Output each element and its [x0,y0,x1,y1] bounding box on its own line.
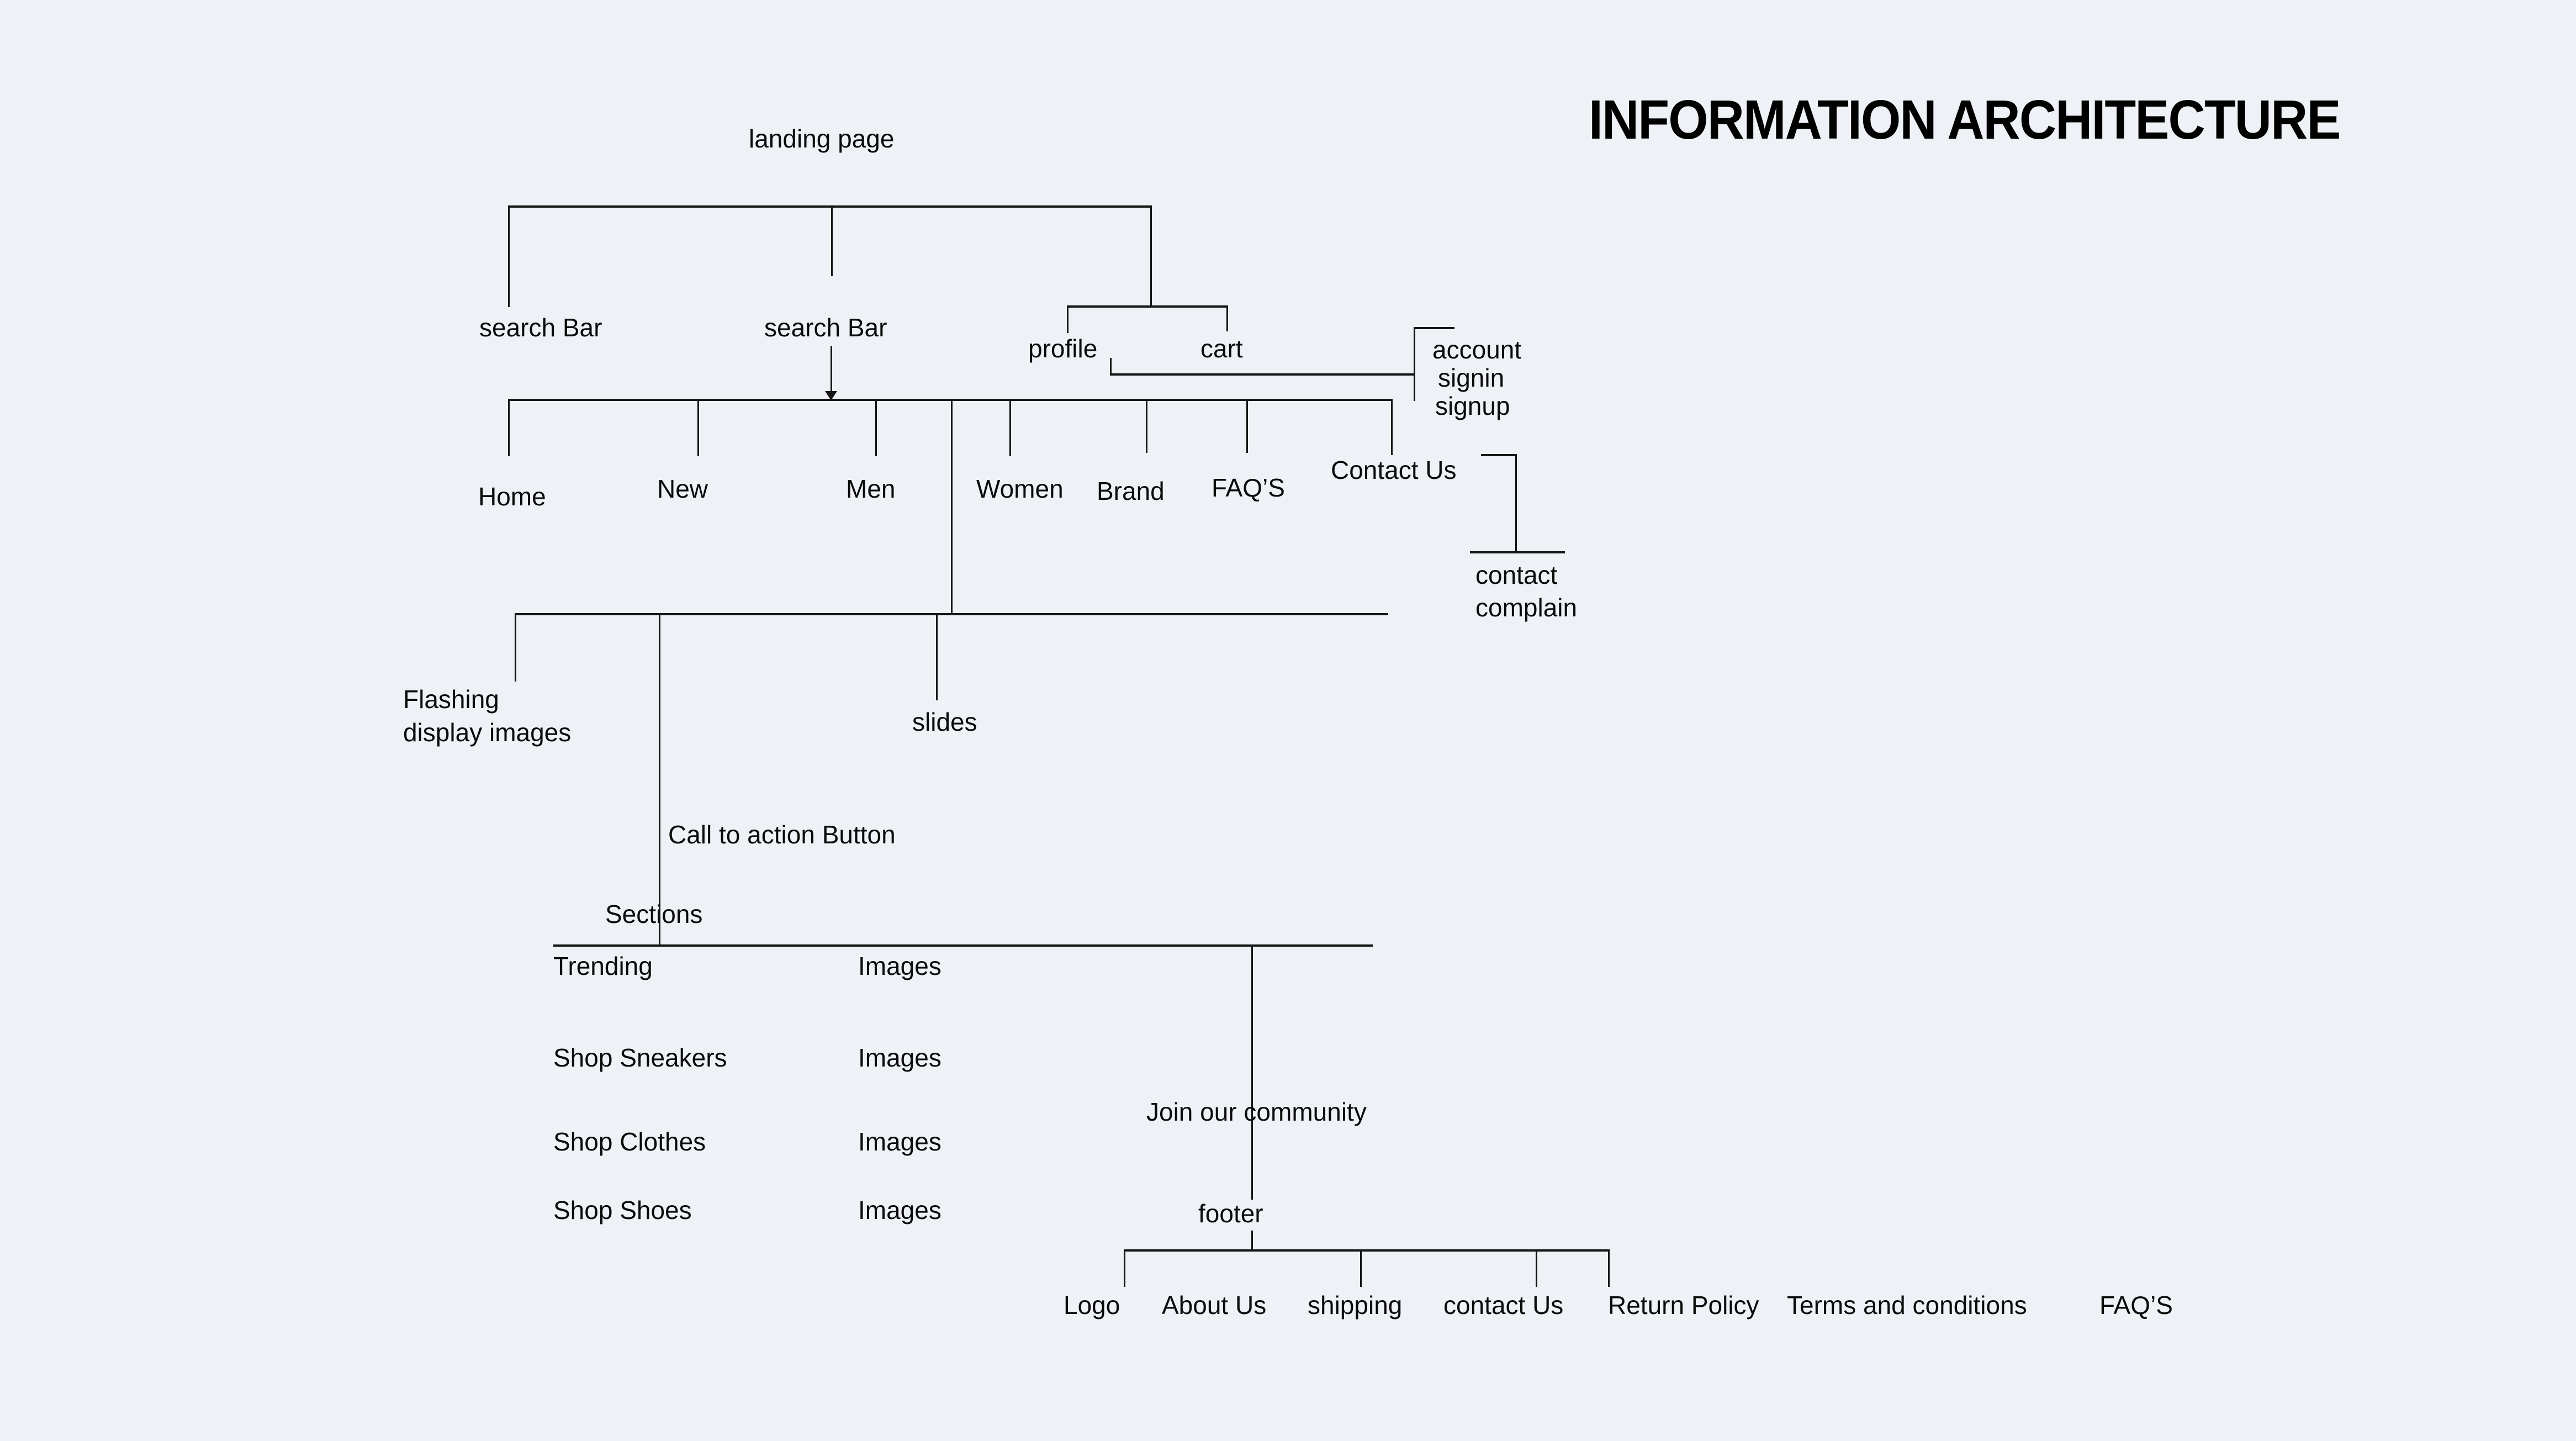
nav-item-brand: Brand [1097,477,1165,505]
footer-item-logo: Logo [1064,1291,1120,1319]
node-call-to-action-button: Call to action Button [668,820,896,849]
section-row-shop-clothes: Shop Clothes [553,1127,706,1156]
connector-line [1110,358,1112,374]
nav-item-men: Men [846,474,896,503]
footer-item-terms-and-conditions: Terms and conditions [1787,1291,2027,1319]
connector-line [1470,551,1565,553]
node-landing-page: landing page [749,124,895,153]
connector-line [1251,944,1253,1200]
section-row-shop-sneakers-images: Images [858,1043,941,1072]
nav-item-women: Women [976,474,1064,503]
node-account-menu: account signin signup [1432,336,1521,420]
connector-line [1536,1249,1537,1287]
connector-line [1146,399,1147,453]
connector-line [697,399,699,456]
node-cart: cart [1200,334,1243,363]
connector-line [508,205,510,307]
connector-line [1009,399,1011,456]
connector-line [1124,1249,1125,1287]
footer-item-about-us: About Us [1162,1291,1267,1319]
node-signup: signup [1435,392,1510,420]
connector-line [875,399,877,456]
node-footer: footer [1198,1199,1263,1228]
nav-item-contact-us: Contact Us [1331,456,1457,484]
connector-line [508,399,1392,401]
connector-line [1608,1249,1610,1287]
node-profile: profile [1028,334,1098,363]
node-account: account [1432,335,1522,364]
footer-item-contact-us: contact Us [1443,1291,1564,1319]
connector-line [1251,1231,1253,1250]
connector-line [515,613,1388,615]
connector-line [553,944,1373,947]
footer-item-return-policy: Return Policy [1608,1291,1759,1319]
connector-line [831,205,833,276]
connector-line [1391,399,1393,455]
node-signin: signin [1438,363,1505,392]
nav-item-home: Home [478,482,546,511]
arrow-down-icon [825,391,837,400]
node-complain: complain [1475,593,1578,622]
node-flashing-line1: Flashing [403,685,499,714]
connector-line [659,613,660,946]
node-contact-group: contact complain [1475,559,1577,624]
node-search-bar-left: search Bar [479,313,602,342]
footer-item-faqs: FAQ’S [2099,1291,2173,1319]
connector-line [1067,305,1069,333]
nav-item-new: New [657,474,708,503]
connector-line [508,399,510,456]
connector-line [951,399,953,614]
connector-line [1360,1249,1362,1287]
connector-line [515,613,516,682]
section-row-trending: Trending [553,952,653,980]
node-sections: Sections [605,900,703,928]
footer-item-shipping: shipping [1308,1291,1403,1319]
section-row-shop-clothes-images: Images [858,1127,941,1156]
section-row-trending-images: Images [858,952,941,980]
node-join-our-community: Join our community [1146,1097,1367,1126]
connector-line [936,613,938,700]
connector-line [1414,327,1454,329]
connector-line [1067,305,1228,308]
node-flashing-line2: display images [403,718,572,747]
section-row-shop-shoes: Shop Shoes [553,1196,692,1224]
connector-line [1150,205,1152,307]
node-flashing-display-images: Flashing display images [403,683,571,749]
section-row-shop-shoes-images: Images [858,1196,941,1224]
connector-line [1246,399,1248,453]
connector-line [1124,1249,1610,1252]
nav-item-faqs: FAQ’S [1212,473,1285,502]
connector-line [1110,373,1415,376]
connector-line [1414,327,1415,401]
node-contact: contact [1475,561,1558,589]
connector-line [1226,305,1228,331]
connector-arrow-stem [831,346,832,392]
node-search-bar-center: search Bar [764,313,887,342]
connector-line [1481,454,1516,456]
connector-line [508,205,1152,208]
connector-line [1515,454,1517,552]
page-title: INFORMATION ARCHITECTURE [1589,89,2341,151]
section-row-shop-sneakers: Shop Sneakers [553,1043,727,1072]
node-slides: slides [912,708,977,736]
